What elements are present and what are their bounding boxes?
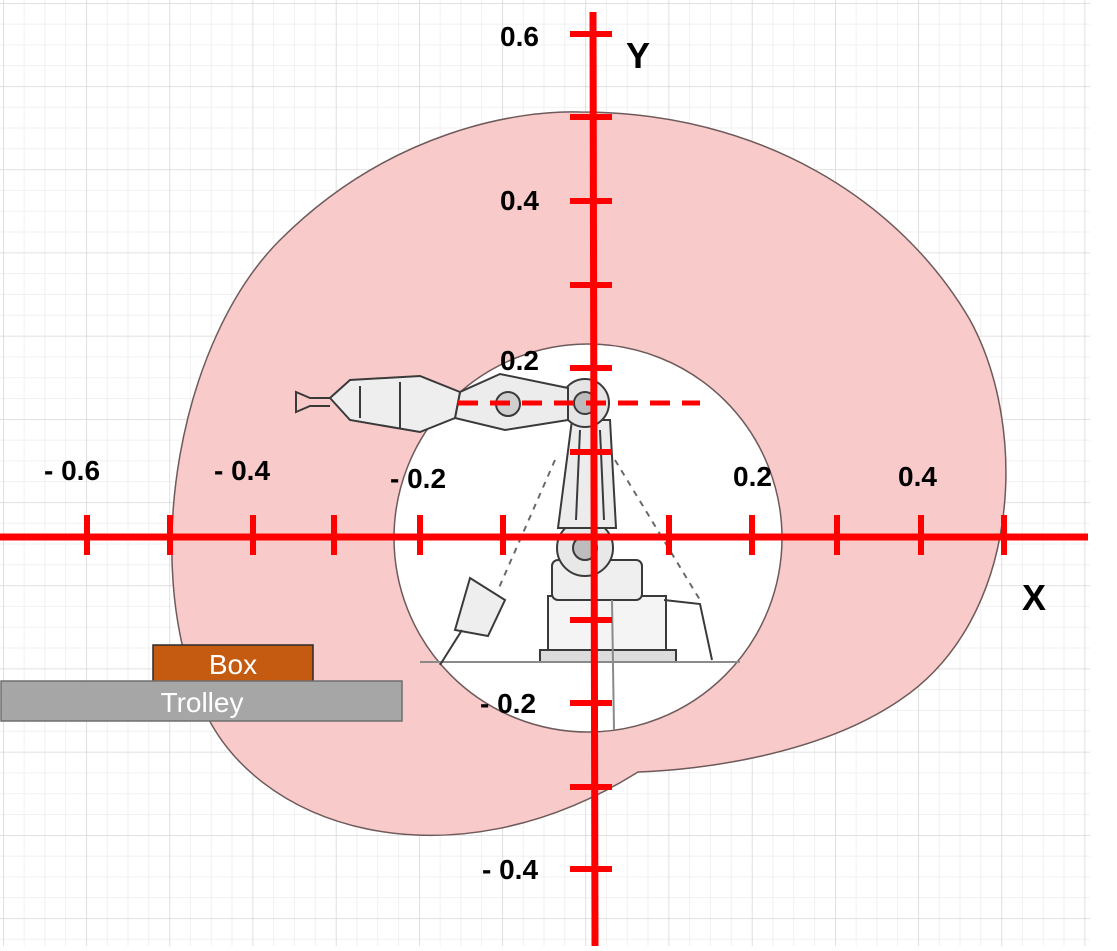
y-axis bbox=[589, 11, 599, 947]
x-tick-label: - 0.6 bbox=[44, 455, 100, 486]
x-tick-label: - 0.4 bbox=[214, 455, 270, 486]
y-tick-label: 0.4 bbox=[500, 185, 539, 216]
y-tick-label: - 0.2 bbox=[480, 688, 536, 719]
x-axis-name: X bbox=[1022, 577, 1046, 618]
x-ticks bbox=[84, 515, 1007, 555]
y-ticks bbox=[570, 31, 612, 872]
y-tick-label: 0.6 bbox=[500, 21, 539, 52]
x-tick-label: 0.2 bbox=[733, 461, 772, 492]
box-shape bbox=[152, 644, 314, 684]
trolley-label: Trolley bbox=[161, 687, 244, 718]
x-tick-label: 0.4 bbox=[898, 461, 937, 492]
y-axis-name: Y bbox=[626, 35, 650, 76]
y-tick-label: 0.2 bbox=[500, 345, 539, 376]
trolley-shape bbox=[0, 680, 403, 722]
y-tick-label: - 0.4 bbox=[482, 854, 538, 885]
x-tick-label: - 0.2 bbox=[390, 463, 446, 494]
box-label: Box bbox=[209, 649, 257, 680]
robot-arm-drawing bbox=[295, 372, 740, 731]
